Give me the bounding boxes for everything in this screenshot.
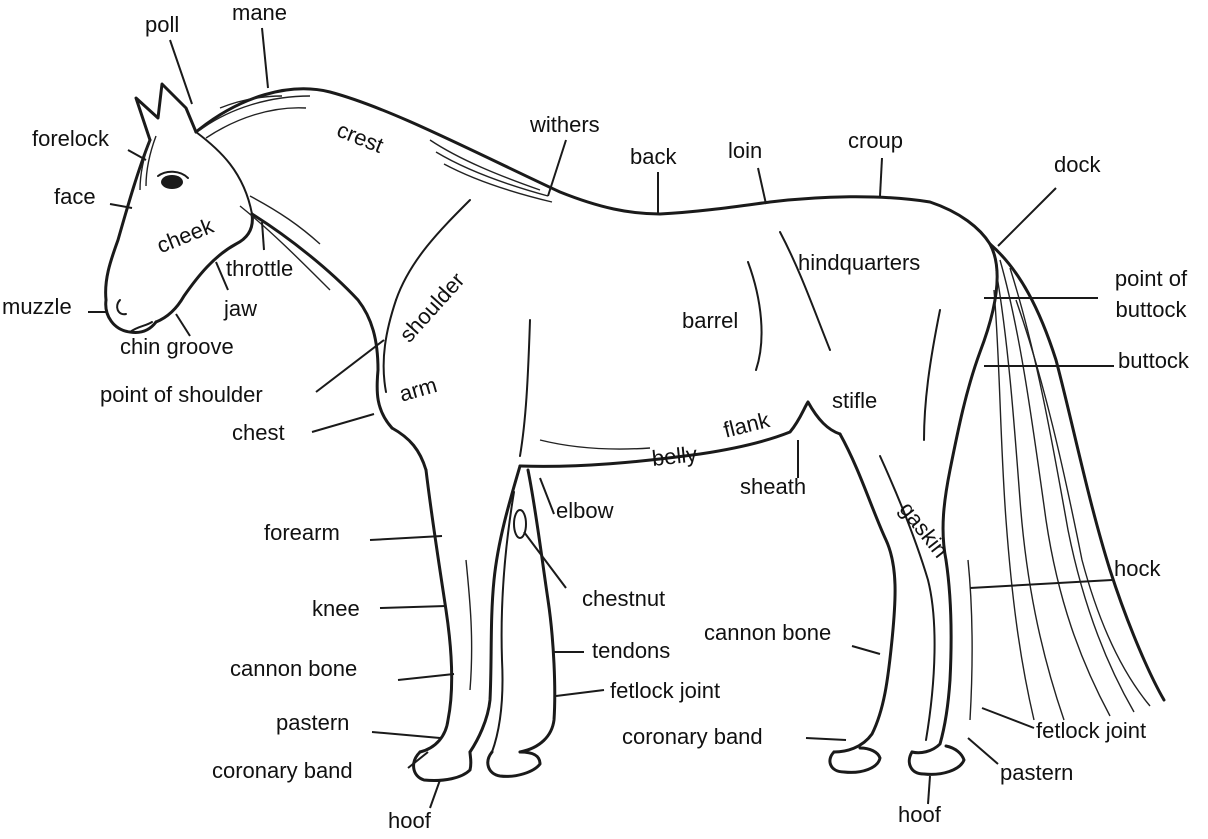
- label-croup: croup: [848, 130, 903, 152]
- label-pastern-front: pastern: [276, 712, 349, 734]
- label-face: face: [54, 186, 96, 208]
- label-back: back: [630, 146, 676, 168]
- label-coronary-band-hind: coronary band: [622, 726, 763, 748]
- label-hindquarters: hindquarters: [798, 252, 920, 274]
- label-throttle: throttle: [226, 258, 293, 280]
- label-fetlock-joint-hind: fetlock joint: [1036, 720, 1146, 742]
- label-hoof-front: hoof: [388, 810, 431, 832]
- label-coronary-band-front: coronary band: [212, 760, 353, 782]
- label-elbow: elbow: [556, 500, 613, 522]
- label-withers: withers: [530, 114, 600, 136]
- label-fetlock-joint-front: fetlock joint: [610, 680, 720, 702]
- hindlegs: [830, 434, 972, 774]
- label-stifle: stifle: [832, 390, 877, 412]
- contour-lines: [240, 196, 940, 456]
- label-forearm: forearm: [264, 522, 340, 544]
- label-poll: poll: [145, 14, 179, 36]
- label-forelock: forelock: [32, 128, 109, 150]
- label-belly: belly: [651, 443, 698, 470]
- label-sheath: sheath: [740, 476, 806, 498]
- label-pastern-hind: pastern: [1000, 762, 1073, 784]
- label-loin: loin: [728, 140, 762, 162]
- label-point-of-buttock: point of buttock: [1104, 264, 1198, 326]
- label-tendons: tendons: [592, 640, 670, 662]
- label-hoof-hind: hoof: [898, 804, 941, 826]
- label-hock: hock: [1114, 558, 1160, 580]
- label-cannon-bone-front: cannon bone: [230, 658, 357, 680]
- label-chin-groove: chin groove: [120, 336, 234, 358]
- label-mane: mane: [232, 2, 287, 24]
- label-chestnut: chestnut: [582, 588, 665, 610]
- label-muzzle: muzzle: [2, 296, 72, 318]
- forelegs: [414, 466, 555, 781]
- label-point-of-shoulder: point of shoulder: [100, 384, 263, 406]
- label-chest: chest: [232, 422, 285, 444]
- label-barrel: barrel: [682, 310, 738, 332]
- label-knee: knee: [312, 598, 360, 620]
- label-jaw: jaw: [224, 298, 257, 320]
- label-buttock: buttock: [1118, 350, 1189, 372]
- label-dock: dock: [1054, 154, 1100, 176]
- label-cannon-bone-hind: cannon bone: [704, 622, 831, 644]
- mane-strokes: [140, 96, 552, 202]
